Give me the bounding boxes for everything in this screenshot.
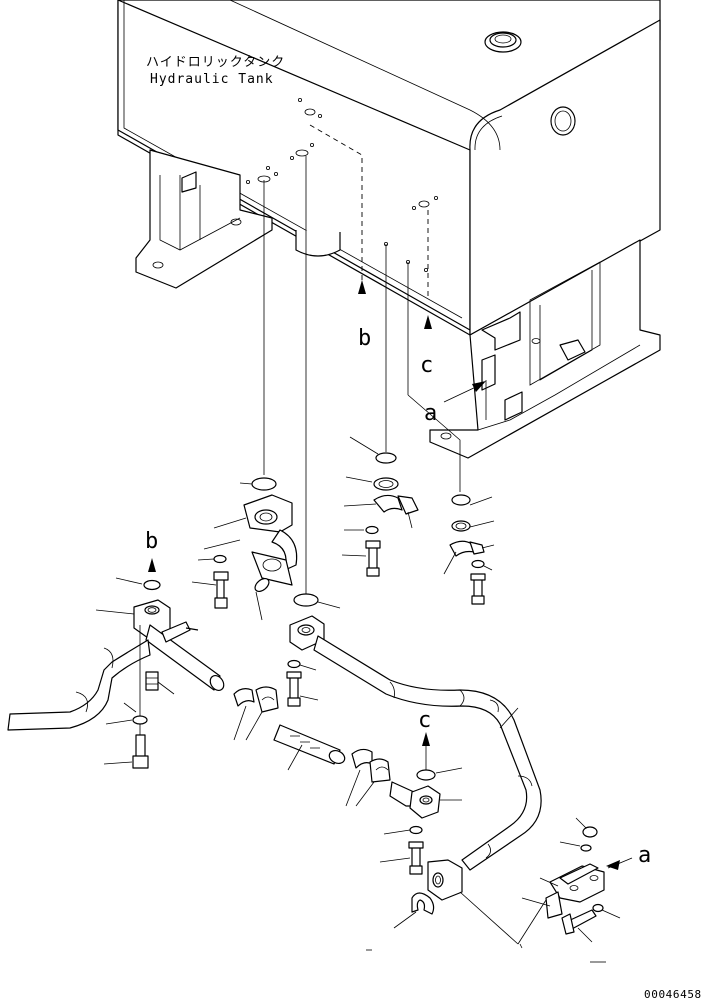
lower-flange-c: c [379,708,463,929]
tank-label-japanese: ハイドロリックタンク [146,55,285,70]
parts-stack-right [443,494,495,605]
long-tube-assembly [286,615,547,949]
view-ref-b-upper: b [358,326,371,351]
view-ref-c-upper: c [420,353,433,378]
hidden-lines [263,124,461,596]
elbow-flange-assembly [191,477,341,621]
view-ref-c-lower: c [418,708,431,733]
view-ref-b-lower: b [145,529,158,554]
view-ref-a-upper: a [424,401,437,426]
upper-view-arrows: b c a [358,280,486,426]
left-hose-assembly: b [7,529,225,769]
hydraulic-tank [117,0,661,459]
hose-clamps-center [233,686,391,807]
tank-label: ハイドロリックタンク Hydraulic Tank [146,55,285,87]
tank-label-english: Hydraulic Tank [150,72,274,87]
parts-stack-upper-right [341,436,419,577]
bracket-assembly-a: a [366,817,651,963]
drawing-number: 00046458 [644,988,702,1001]
view-ref-a-lower: a [638,843,651,868]
